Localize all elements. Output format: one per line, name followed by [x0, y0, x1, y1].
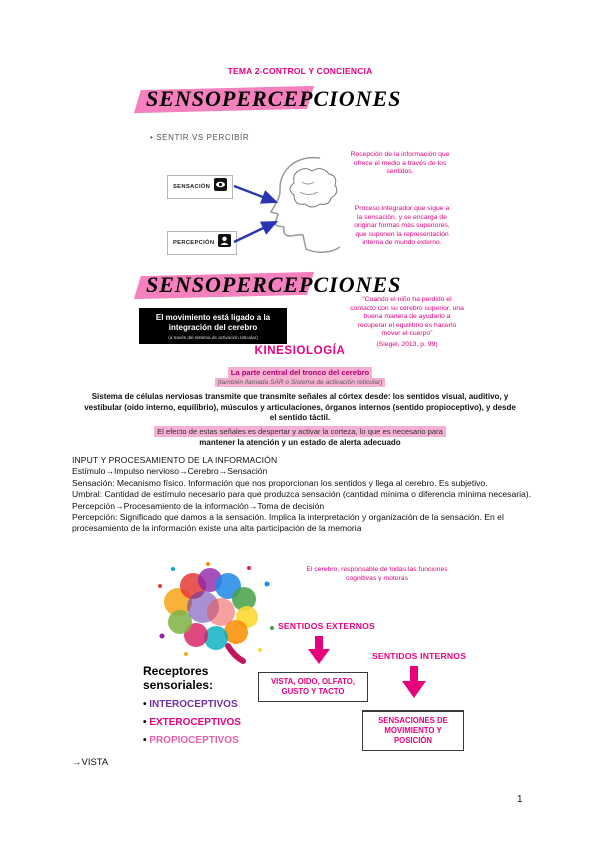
highlighted-text: La parte central del tronco del cerebro [227, 367, 373, 378]
brain-splatter-illustration [148, 556, 280, 673]
main-title-1: SENSOPERCEPCIONES [133, 85, 402, 116]
eye-icon [214, 178, 228, 196]
sensacion-box: SENSACIÓN [167, 175, 234, 199]
vista-arrow-line: →VISTA [72, 757, 109, 768]
page-header: TEMA 2-CONTROL Y CONCIENCIA [227, 66, 373, 76]
pink-down-arrow-internal [402, 666, 426, 703]
internal-senses-box: SENSACIONES DE MOVIMIENTO Y POSICIÓN [362, 710, 464, 751]
main-title-2: SENSOPERCEPCIONES [133, 271, 402, 302]
list-item: PROPIOCEPTIVOS [143, 732, 263, 750]
movement-box-text: El movimiento está ligado a la integraci… [155, 313, 271, 332]
blue-arrows [230, 170, 360, 265]
external-senses-box: VISTA, OIDO, OLFATO, GUSTO Y TACTO [258, 672, 368, 702]
list-item: INTEROCEPTIVOS [143, 696, 263, 714]
quote-source: (Siegel, 2013, p. 99) [376, 340, 438, 348]
movement-box-subtext: (a través del sistema de activación reti… [168, 335, 258, 340]
receptors-title: Receptores sensoriales: [143, 664, 214, 692]
paragraph-line: Umbral: Cantidad de estímulo necesario p… [72, 489, 532, 500]
title-text-1: SENSOPERCEPCIONES [146, 86, 402, 111]
movement-integration-box: El movimiento está ligado a la integraci… [139, 308, 287, 344]
sensacion-label: SENSACIÓN [173, 184, 211, 190]
input-section-title: INPUT Y PROCESAMIENTO DE LA INFORMACIÓN [72, 455, 278, 465]
effect-bold-line: mantener la atención y un estado de aler… [199, 438, 401, 447]
effect-highlight-line: El efecto de estas señales es despertar … [0, 426, 600, 437]
input-processing-section: INPUT Y PROCESAMIENTO DE LA INFORMACIÓN … [72, 455, 534, 535]
pink-down-arrow-external [308, 636, 330, 669]
recepcion-annotation: Recepción de la información que ofrece e… [350, 151, 450, 176]
title-text-2: SENSOPERCEPCIONES [146, 272, 402, 297]
highlighted-text: (también llamada SAR o Sistema de activa… [214, 378, 386, 387]
kinesiologia-body: Sistema de células nerviosas transmite q… [84, 392, 516, 422]
receptores-sensoriales: Receptores sensoriales: INTEROCEPTIVOS E… [143, 664, 263, 750]
head-profile-sketch-icon [262, 150, 357, 270]
list-item: EXTEROCEPTIVOS [143, 714, 263, 732]
percepcion-box: PERCEPCIÓN [167, 231, 238, 255]
sentidos-externos-label: SENTIDOS EXTERNOS [278, 621, 375, 631]
receptors-list: INTEROCEPTIVOS EXTEROCEPTIVOS PROPIOCEPT… [143, 696, 263, 750]
brain-annotation: El cerebro, responsable de todas las fun… [306, 566, 448, 582]
kinesiologia-title: KINESIOLOGÍA [254, 345, 346, 357]
page-number: 1 [517, 794, 523, 805]
quote-text: “Cuando el niño ha perdido el contacto c… [350, 296, 464, 338]
paragraph-line: Percepción→Procesamiento de la informaci… [72, 500, 325, 511]
siegel-quote: “Cuando el niño ha perdido el contacto c… [350, 296, 464, 350]
paragraph-line: Sensación: Mecanismo físico. Información… [72, 477, 488, 488]
sentidos-internos-label: SENTIDOS INTERNOS [372, 651, 467, 661]
paragraph-line: Percepción: Significado que damos a la s… [72, 512, 504, 534]
highlighted-text: El efecto de estas señales es despertar … [154, 426, 446, 437]
proceso-annotation: Proceso integrador que sigue a la sensac… [354, 205, 450, 247]
person-icon [218, 234, 232, 252]
percepcion-label: PERCEPCIÓN [173, 240, 215, 246]
kinesiologia-highlight-2: (también llamada SAR o Sistema de activa… [0, 378, 600, 387]
kinesiologia-highlight-1: La parte central del tronco del cerebro [0, 367, 600, 378]
paragraph-line: Estímulo→Impulso nervioso→Cerebro→Sensac… [72, 466, 268, 477]
sentir-vs-percibir-subtitle: • SENTIR VS PERCIBIR [150, 133, 250, 142]
